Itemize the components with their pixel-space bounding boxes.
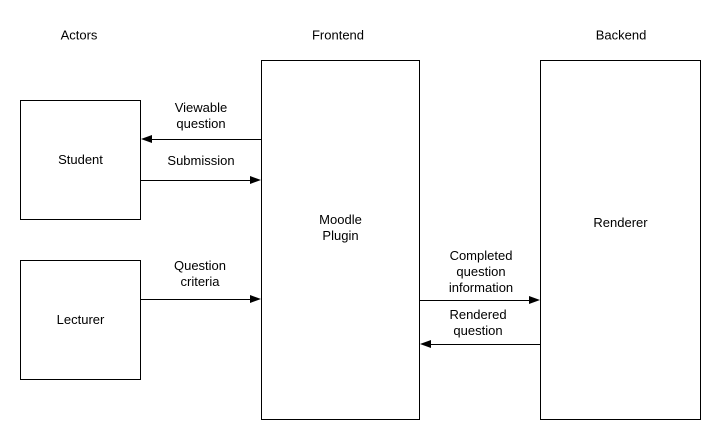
column-label-backend: Backend (595, 27, 647, 43)
edge-rendered-question-label: Rendered question (449, 307, 507, 339)
arrowhead-left-icon (420, 340, 431, 348)
edge-submission-label: Submission (167, 153, 235, 169)
node-moodle-plugin-label: Moodle Plugin (319, 212, 362, 243)
edge-viewable-question-label: Viewable question (174, 100, 228, 132)
edge-completed-question-information-label: Completed question information (448, 248, 514, 296)
node-lecturer-label: Lecturer (56, 312, 105, 327)
node-moodle-plugin: Moodle Plugin (261, 60, 420, 420)
arrowhead-right-icon (250, 295, 261, 303)
edge-question-criteria-line (141, 299, 252, 300)
edge-question-criteria-label: Question criteria (173, 258, 227, 290)
node-lecturer: Lecturer (20, 260, 141, 380)
edge-completed-question-information-line (420, 300, 531, 301)
arrowhead-left-icon (141, 135, 152, 143)
column-label-actors: Actors (60, 27, 98, 43)
arrowhead-right-icon (529, 296, 540, 304)
edge-viewable-question-line (150, 139, 261, 140)
node-student: Student (20, 100, 141, 220)
node-renderer-label: Renderer (593, 215, 648, 230)
edge-submission-line (141, 180, 252, 181)
edge-rendered-question-line (429, 344, 540, 345)
column-label-frontend: Frontend (311, 27, 365, 43)
node-renderer: Renderer (540, 60, 701, 420)
node-student-label: Student (58, 152, 103, 167)
arrowhead-right-icon (250, 176, 261, 184)
